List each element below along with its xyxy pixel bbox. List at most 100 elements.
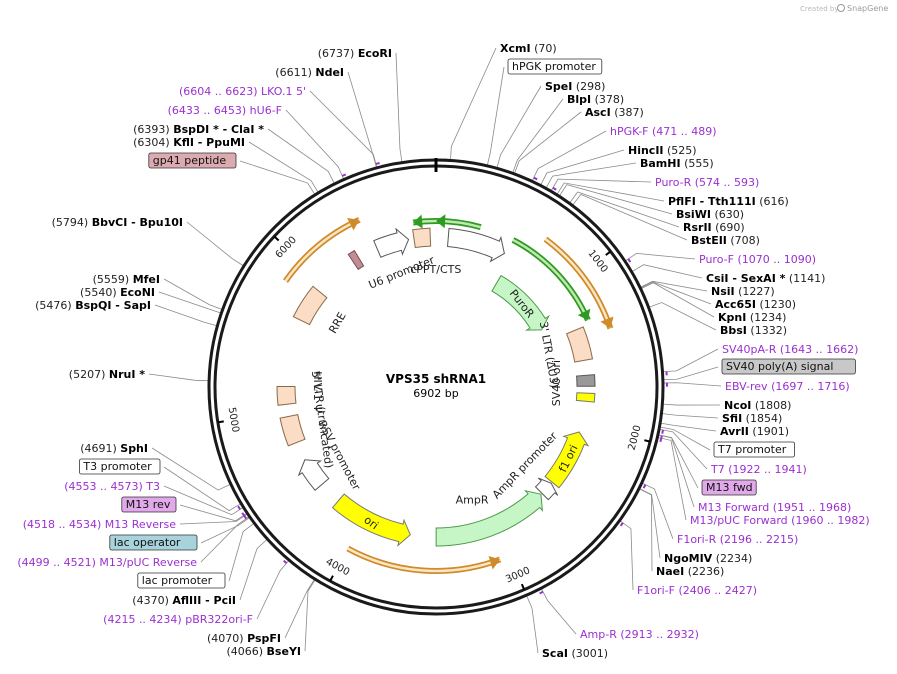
site-f1ori-f[interactable]: F1ori-F (2406 .. 2427) — [637, 584, 757, 597]
site-m13-reverse[interactable]: (4518 .. 4534) M13 Reverse — [23, 518, 176, 531]
site-xcmi[interactable]: XcmI (70) — [500, 42, 557, 55]
feature-ampr-promoter[interactable] — [534, 477, 559, 501]
enzyme-position: (1141) — [789, 272, 826, 285]
enzyme-name: CsiI - SexAI * — [706, 272, 786, 285]
site-amp-r[interactable]: Amp-R (2913 .. 2932) — [580, 628, 699, 641]
site-rsrii[interactable]: RsrII (690) — [683, 221, 745, 234]
site-avrii[interactable]: AvrII (1901) — [720, 425, 789, 438]
site-bamhi[interactable]: BamHI (555) — [640, 157, 714, 170]
site-bseyi[interactable]: (4066) BseYI — [226, 645, 301, 658]
enzyme-position: (70) — [534, 42, 557, 55]
site-acc65i[interactable]: Acc65I (1230) — [715, 298, 796, 311]
site-label: BbsI (1332) — [720, 324, 787, 337]
site-puro-f[interactable]: Puro-F (1070 .. 1090) — [699, 253, 816, 266]
site-ngomiv[interactable]: NgoMIV (2234) — [664, 552, 752, 565]
feature-ampr[interactable] — [435, 490, 544, 547]
site-ndei[interactable]: (6611) NdeI — [275, 66, 344, 79]
site-csii-sexai[interactable]: CsiI - SexAI * (1141) — [706, 272, 825, 285]
site-sv40-poly-a-signal[interactable]: SV40 poly(A) signal — [721, 358, 856, 375]
site-ebv-rev[interactable]: EBV-rev (1697 .. 1716) — [725, 380, 850, 393]
site-bspdi-clai[interactable]: (6393) BspDI * - ClaI * — [133, 123, 264, 136]
site-pspfi[interactable]: (4070) PspFI — [207, 632, 281, 645]
site-nrui[interactable]: (5207) NruI * — [69, 368, 145, 381]
site-pbr322ori-f[interactable]: (4215 .. 4234) pBR322ori-F — [103, 613, 253, 626]
site-nsii[interactable]: NsiI (1227) — [711, 285, 775, 298]
feature-hpgk-promoter[interactable] — [446, 227, 505, 263]
site-gp41-peptide[interactable]: gp41 peptide — [148, 152, 237, 169]
primer-site-mark — [661, 429, 664, 434]
feature-hiv-1[interactable] — [276, 385, 297, 406]
primer-site-mark — [341, 173, 347, 177]
site-afliii-pcii[interactable]: (4370) AflIII - PciI — [132, 594, 236, 607]
site-kpni[interactable]: KpnI (1234) — [718, 311, 786, 324]
site-label: AvrII (1901) — [720, 425, 789, 438]
site-bbvci-bpu10i[interactable]: (5794) BbvCI - Bpu10I — [52, 216, 183, 229]
site-hincii[interactable]: HincII (525) — [628, 144, 697, 157]
enzyme-name: NcoI — [724, 399, 751, 412]
site-sphi[interactable]: (4691) SphI — [80, 442, 148, 455]
site-naei[interactable]: NaeI (2236) — [656, 565, 724, 578]
site-bspqi-sapi[interactable]: (5476) BspQI - SapI — [35, 299, 151, 312]
site-econi[interactable]: (5540) EcoNI — [80, 286, 155, 299]
site-label: (6433 .. 6453) hU6-F — [168, 104, 282, 117]
site-f1ori-r[interactable]: F1ori-R (2196 .. 2215) — [677, 533, 798, 546]
leader-line — [661, 422, 717, 432]
primer-arc-arrowhead — [577, 308, 591, 321]
site-hpgk-f[interactable]: hPGK-F (471 .. 489) — [610, 125, 717, 138]
site-lko-1-5[interactable]: (6604 .. 6623) LKO.1 5' — [179, 85, 306, 98]
feature-sv40-ori[interactable] — [576, 374, 596, 387]
site-ncoi[interactable]: NcoI (1808) — [724, 399, 791, 412]
site-m13-puc-reverse[interactable]: (4499 .. 4521) M13/pUC Reverse — [17, 556, 197, 569]
site-m13-rev[interactable]: M13 rev — [121, 496, 177, 513]
feature-3-ltr-u3[interactable] — [565, 326, 594, 363]
site-puro-r[interactable]: Puro-R (574 .. 593) — [655, 176, 759, 189]
site-scai[interactable]: ScaI (3001) — [542, 647, 608, 660]
site-sfii[interactable]: SfiI (1854) — [722, 412, 782, 425]
site-bbsi[interactable]: BbsI (1332) — [720, 324, 787, 337]
feature-rsv-promoter[interactable] — [297, 459, 330, 491]
feature-u6-promoter[interactable] — [373, 227, 410, 258]
site-t7-promoter[interactable]: T7 promoter — [713, 441, 795, 458]
feature-5-ltr-truncated[interactable] — [279, 414, 306, 447]
site-kfli-ppumi[interactable]: (6304) KflI - PpuMI — [133, 136, 245, 149]
site-label: ScaI (3001) — [542, 647, 608, 660]
site-spei[interactable]: SpeI (298) — [545, 80, 605, 93]
site-mfei[interactable]: (5559) MfeI — [93, 273, 160, 286]
leader-line — [200, 516, 249, 563]
site-bsteii[interactable]: BstEII (708) — [691, 234, 760, 247]
enzyme-name: BstEII — [691, 234, 727, 247]
site-sv40pa-r[interactable]: SV40pA-R (1643 .. 1662) — [722, 343, 858, 356]
feature-rre[interactable] — [292, 285, 328, 326]
feature-f1-ori[interactable] — [544, 431, 590, 489]
site-ecori[interactable]: (6737) EcoRI — [318, 47, 392, 60]
enzyme-name: BsiWI — [676, 208, 711, 221]
site-lac-promoter[interactable]: lac promoter — [137, 572, 226, 589]
site-t3[interactable]: (4553 .. 4573) T3 — [64, 480, 160, 493]
feature-gp41-peptide[interactable] — [347, 249, 365, 271]
leader-line — [540, 149, 625, 185]
primer-site-mark — [619, 522, 624, 527]
site-t3-promoter[interactable]: T3 promoter — [79, 458, 161, 475]
site-m13-forward[interactable]: M13 Forward (1951 .. 1968) — [698, 501, 851, 514]
site-m13-puc-forward[interactable]: M13/pUC Forward (1960 .. 1982) — [690, 514, 870, 527]
leader-line — [649, 302, 717, 331]
enzyme-position: (2236) — [688, 565, 725, 578]
feature-cppt-cts[interactable] — [412, 227, 432, 249]
site-hpgk-promoter[interactable]: hPGK promoter — [507, 58, 603, 75]
site-asci[interactable]: AscI (387) — [585, 106, 644, 119]
feature-sv40-poly-a-signal[interactable] — [575, 392, 596, 403]
leader-line — [620, 520, 634, 591]
primer-position: (1697 .. 1716) — [771, 380, 850, 393]
primer-name: T7 — [710, 463, 725, 476]
site-pflfi-tth111i[interactable]: PflFI - Tth111I (616) — [668, 195, 789, 208]
site-hu6-f[interactable]: (6433 .. 6453) hU6-F — [168, 104, 282, 117]
site-m13-fwd[interactable]: M13 fwd — [701, 479, 757, 496]
site-lac-operator[interactable]: lac operator — [109, 534, 198, 551]
site-t7[interactable]: T7 (1922 .. 1941) — [710, 463, 807, 476]
site-blpi[interactable]: BlpI (378) — [567, 93, 624, 106]
feature-ori[interactable] — [331, 493, 411, 547]
leader-line — [309, 90, 378, 167]
feature-puror[interactable] — [491, 274, 550, 331]
site-bsiwi[interactable]: BsiWI (630) — [676, 208, 744, 221]
